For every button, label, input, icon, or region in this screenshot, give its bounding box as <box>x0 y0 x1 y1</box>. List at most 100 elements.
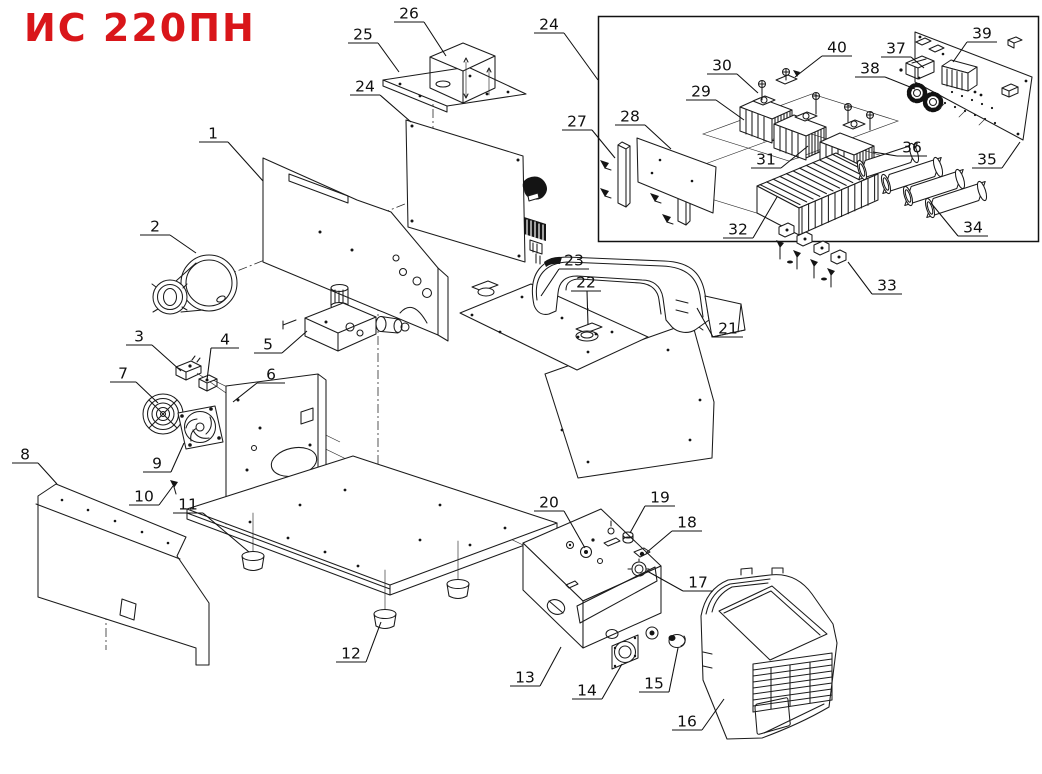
part-number-text: 1 <box>208 125 218 143</box>
part-31-heatsink-module <box>773 91 827 161</box>
part-number-text: 33 <box>877 277 897 295</box>
part-28-insulation-sheet <box>636 137 717 214</box>
leader-line <box>365 621 382 663</box>
part-number-text: 40 <box>827 39 847 57</box>
leader-line <box>423 21 447 57</box>
leader-line <box>930 202 959 237</box>
part-number-text: 39 <box>972 25 992 43</box>
leader-line <box>794 55 823 78</box>
leader-line <box>629 505 646 534</box>
pcb-solder-dots <box>938 90 997 126</box>
part-label-24-23: 24 <box>350 78 412 123</box>
part-number-text: 22 <box>576 274 596 292</box>
leader-line <box>910 56 925 69</box>
leader-line <box>701 698 725 731</box>
leader-line <box>169 234 197 254</box>
part-number-text: 5 <box>263 336 273 354</box>
part-30-screw <box>757 79 767 101</box>
part-number-text: 31 <box>756 151 776 169</box>
leader-line <box>539 646 562 687</box>
part-label-21-20: 21 <box>696 307 743 338</box>
leader-line <box>281 330 308 354</box>
page-title: ИС 220ПН <box>24 6 256 50</box>
part-number-text: 29 <box>691 83 711 101</box>
part-number-text: 36 <box>902 139 922 157</box>
part-number-text: 32 <box>728 221 748 239</box>
part-label-18-17: 18 <box>645 514 702 554</box>
leader-line <box>151 344 182 372</box>
part-26-bracket <box>429 42 496 104</box>
part-label-2-1: 2 <box>140 218 197 254</box>
capacitor <box>880 156 944 195</box>
part-25-plate <box>382 66 527 113</box>
leader-line <box>668 647 679 693</box>
capacitor <box>924 180 988 219</box>
panel-components <box>565 520 651 577</box>
cover-plate <box>459 283 649 371</box>
part-label-22-21: 22 <box>571 274 601 326</box>
capacitor <box>856 142 920 181</box>
part-24-main-pcb <box>405 119 547 265</box>
leader-line <box>645 530 673 554</box>
part-number-text: 30 <box>712 57 732 75</box>
part-number-text: 2 <box>150 218 160 236</box>
part-label-28-28: 28 <box>615 108 672 150</box>
part-10-screw <box>170 480 178 495</box>
part-number-text: 18 <box>677 514 697 532</box>
leader-line <box>37 462 58 485</box>
part-33-transistors <box>776 222 847 288</box>
leader-line <box>563 32 599 81</box>
part-number-text: 34 <box>963 219 983 237</box>
part-2-knob <box>151 254 238 315</box>
part-label-40-40: 40 <box>794 39 852 78</box>
part-number-text: 11 <box>178 496 198 514</box>
base-chassis <box>170 455 558 630</box>
foot-right <box>446 578 470 600</box>
foot-rear <box>241 550 265 572</box>
leader-line <box>736 73 759 94</box>
leader-line <box>206 347 212 381</box>
part-label-34-34: 34 <box>930 202 988 237</box>
leader-line <box>780 145 809 169</box>
part-number-text: 16 <box>677 713 697 731</box>
leader-line <box>202 512 250 553</box>
leader-line <box>644 124 672 150</box>
part-label-13-12: 13 <box>510 646 562 687</box>
part-20-pot <box>579 545 593 559</box>
part-number-text: 28 <box>620 108 640 126</box>
part-23-top-cover <box>459 283 715 479</box>
part-14-round-connector <box>611 634 639 670</box>
louvers <box>752 652 833 713</box>
part-label-20-19: 20 <box>534 494 586 549</box>
part-label-19-18: 19 <box>629 489 675 534</box>
part-label-38-38: 38 <box>855 60 916 90</box>
part-label-29-29: 29 <box>686 83 745 121</box>
leader-line <box>540 268 560 297</box>
part-40-screw <box>775 67 800 85</box>
part-label-12-11: 12 <box>336 621 382 663</box>
capacitor <box>902 168 966 207</box>
part-label-4-3: 4 <box>206 331 239 381</box>
leader-line <box>227 141 264 182</box>
leader-line <box>752 196 778 239</box>
part-number-text: 24 <box>355 78 375 96</box>
part-number-text: 19 <box>650 489 670 507</box>
part-label-39-39: 39 <box>952 25 997 63</box>
part-number-text: 8 <box>20 446 30 464</box>
part-label-8-7: 8 <box>12 446 58 485</box>
part-number-text: 9 <box>152 455 162 473</box>
part-22-latch <box>471 280 603 342</box>
part-29-heatsink-module <box>739 79 793 144</box>
part-1-divider-panel <box>262 157 449 342</box>
part-label-31-31: 31 <box>751 145 809 169</box>
part-label-35-35: 35 <box>972 141 1021 169</box>
part-4-connector <box>198 374 218 392</box>
part-number-text: 10 <box>134 488 154 506</box>
part-label-33-33: 33 <box>847 261 902 295</box>
part-number-text: 21 <box>718 320 738 338</box>
part-5-valve <box>282 283 410 352</box>
part-label-3-2: 3 <box>126 328 182 372</box>
foot-front <box>373 608 397 630</box>
part-label-9-8: 9 <box>143 442 185 473</box>
